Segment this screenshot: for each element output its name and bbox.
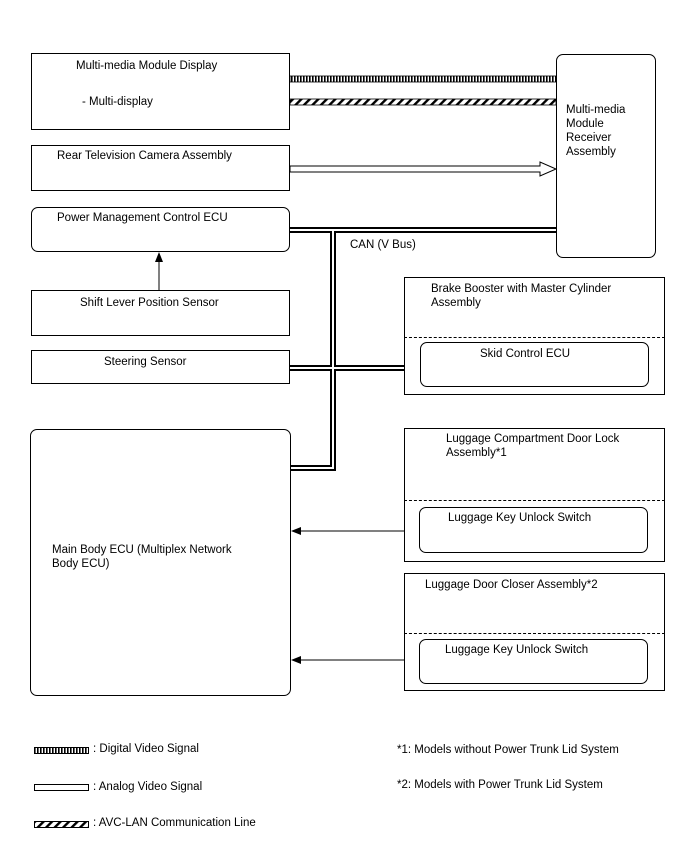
footnote-1: *1: Models without Power Trunk Lid Syste… [397, 744, 619, 756]
main-body-ecu-block: Main Body ECU (Multiplex Network Body EC… [30, 429, 291, 696]
legend-analog-sample [34, 784, 89, 791]
can-bus-label: CAN (V Bus) [350, 239, 416, 251]
legend-avc-label: : AVC-LAN Communication Line [93, 817, 256, 829]
multimedia-receiver-block: Multi-media Module Receiver Assembly [556, 54, 656, 258]
legend-digital-label: : Digital Video Signal [93, 743, 199, 755]
skid-control-ecu-block: Skid Control ECU [420, 342, 649, 387]
multimedia-display-sub: - Multi-display [82, 96, 153, 108]
shift-to-power-arrow [155, 252, 163, 290]
steering-sensor-block: Steering Sensor [31, 350, 290, 384]
multimedia-display-title: Multi-media Module Display [76, 60, 218, 72]
luggage-key-unlock-switch-2: Luggage Key Unlock Switch [419, 639, 648, 684]
multimedia-receiver-title: Multi-media Module Receiver Assembly [566, 104, 626, 158]
luggage-lock-divider [404, 500, 665, 501]
digital-video-line [289, 75, 557, 83]
footnote-2: *2: Models with Power Trunk Lid System [397, 779, 603, 791]
multimedia-display-block: Multi-media Module Display - Multi-displ… [31, 53, 290, 130]
main-body-ecu-title: Main Body ECU (Multiplex Network Body EC… [52, 544, 232, 570]
luggage-key-unlock-switch-1: Luggage Key Unlock Switch [419, 507, 648, 553]
shift-lever-sensor-title: Shift Lever Position Sensor [80, 297, 219, 309]
closer-switch-to-body-arrow [291, 656, 419, 664]
brake-booster-title: Brake Booster with Master Cylinder Assem… [431, 283, 612, 309]
avc-lan-line [289, 98, 557, 106]
power-management-ecu-title: Power Management Control ECU [57, 212, 228, 224]
luggage-lock-assembly-title: Luggage Compartment Door Lock Assembly*1 [446, 433, 620, 459]
legend-digital-sample [34, 747, 89, 754]
rear-camera-block: Rear Television Camera Assembly [31, 145, 290, 191]
shift-lever-sensor-block: Shift Lever Position Sensor [31, 290, 290, 336]
rear-camera-title: Rear Television Camera Assembly [57, 150, 232, 162]
legend-analog-label: : Analog Video Signal [93, 781, 203, 793]
skid-control-ecu-title: Skid Control ECU [480, 348, 571, 360]
luggage-key-unlock-switch-1-title: Luggage Key Unlock Switch [448, 512, 592, 524]
door-closer-divider [404, 633, 665, 634]
analog-video-line [289, 161, 558, 177]
lock-switch-to-body-arrow [291, 527, 419, 535]
brake-booster-divider [404, 337, 665, 338]
door-closer-assembly-title: Luggage Door Closer Assembly*2 [425, 579, 598, 591]
steering-sensor-title: Steering Sensor [104, 356, 187, 368]
luggage-key-unlock-switch-2-title: Luggage Key Unlock Switch [445, 644, 589, 656]
power-management-ecu-block: Power Management Control ECU [31, 207, 290, 252]
legend-avc-sample [34, 821, 89, 828]
